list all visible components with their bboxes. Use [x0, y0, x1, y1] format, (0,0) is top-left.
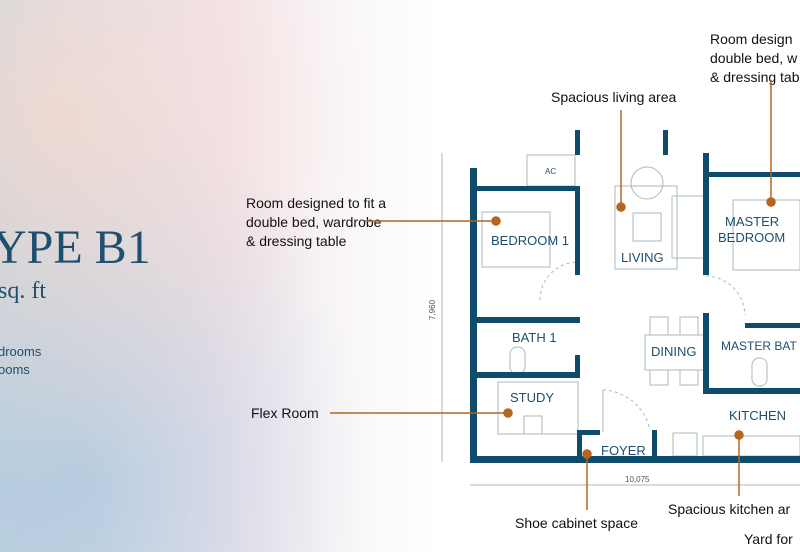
room-bedroom1: BEDROOM 1: [491, 233, 569, 248]
annotation-line: Room designed to fit a: [246, 195, 387, 211]
annotation-shoe: Shoe cabinet space: [515, 515, 638, 531]
unit-type-title: YPE B1: [0, 221, 151, 274]
room-dining: DINING: [651, 344, 697, 359]
room-master-2: BEDROOM: [718, 230, 785, 245]
room-foyer: FOYER: [601, 443, 646, 458]
dimension-width: 10,075: [625, 475, 650, 484]
annotation-kitchen: Spacious kitchen ar: [668, 501, 791, 517]
room-living: LIVING: [621, 250, 664, 265]
annotation-bedroom1: Room designed to fit a double bed, wardr…: [246, 194, 386, 251]
annotation-master: Room design double bed, w & dressing tab: [710, 30, 800, 87]
background-decoration: [0, 0, 420, 552]
annotation-line: Room design: [710, 31, 793, 47]
annotation-leaders: [330, 80, 776, 510]
annotation-living: Spacious living area: [551, 89, 677, 105]
annotation-line: double bed, wardrobe: [246, 214, 382, 230]
dimension-height: 7,960: [428, 299, 437, 320]
walls: [470, 130, 800, 463]
annotation-line: & dressing tab: [710, 69, 800, 85]
room-ac: AC: [545, 167, 556, 176]
room-kitchen: KITCHEN: [729, 408, 786, 423]
room-master-1: MASTER: [725, 214, 779, 229]
annotation-line: & dressing table: [246, 233, 347, 249]
room-bath1: BATH 1: [512, 330, 557, 345]
annotation-line: double bed, w: [710, 50, 798, 66]
room-study: STUDY: [510, 390, 554, 405]
feature-bedrooms: drooms: [0, 344, 42, 359]
unit-size: sq. ft: [0, 278, 46, 304]
room-labels: AC BEDROOM 1 LIVING MASTER BEDROOM BATH …: [428, 167, 797, 484]
room-masterbath: MASTER BAT: [721, 339, 797, 353]
annotation-yard: Yard for: [744, 531, 793, 547]
furniture-outlines: [441, 153, 800, 486]
feature-bathrooms: ooms: [0, 362, 30, 377]
annotation-flex: Flex Room: [251, 405, 319, 421]
